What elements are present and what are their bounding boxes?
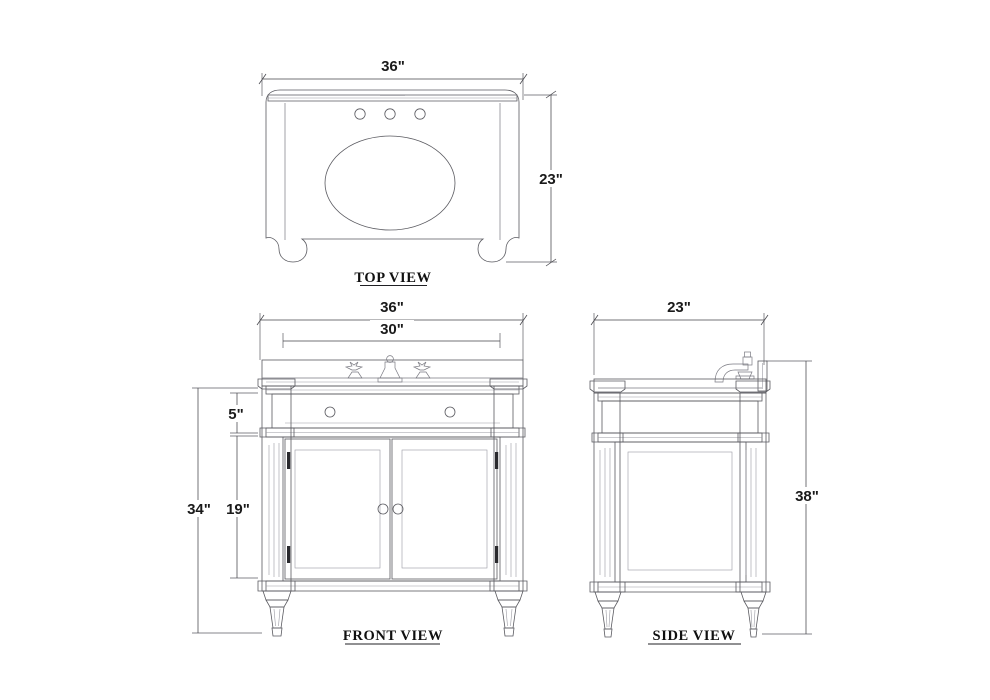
front-height-label: 34" — [187, 501, 211, 518]
faucet-hole-center — [384, 108, 396, 120]
top-view-width-dimension: 36" — [258, 57, 528, 100]
faucet-hole-right — [414, 108, 426, 120]
top-faucet-holes — [354, 108, 426, 120]
front-left-column — [257, 378, 296, 592]
front-faucet-assembly — [344, 355, 432, 383]
side-view-title: SIDE VIEW — [653, 628, 736, 644]
front-door-right[interactable] — [391, 438, 498, 580]
top-view-title: TOP VIEW — [354, 270, 431, 286]
top-view-title-group: TOP VIEW — [354, 270, 431, 287]
hinge-left-lower — [287, 546, 291, 563]
front-width-dimension: 36" — [256, 298, 528, 360]
front-cabinet-box — [282, 436, 501, 582]
front-view-title: FRONT VIEW — [343, 628, 443, 644]
side-right-leg — [740, 591, 767, 638]
front-view-title-group: FRONT VIEW — [343, 628, 443, 645]
side-upper-rail — [597, 392, 763, 434]
front-bottom-rail — [265, 580, 520, 592]
top-backsplash — [267, 94, 518, 102]
side-left-column — [589, 380, 626, 593]
front-drawer-height-label: 5" — [228, 406, 243, 423]
hinge-left-upper — [287, 452, 291, 469]
top-view-depth-dimension: 23" — [506, 90, 572, 267]
side-view-group: 23" 38" — [589, 298, 828, 645]
front-width-label: 36" — [380, 299, 404, 316]
front-drawer — [271, 393, 514, 429]
front-door-left[interactable] — [284, 438, 391, 580]
front-door-height-dimension: 19" — [217, 435, 259, 579]
front-mid-rail — [265, 427, 520, 438]
hinge-right-lower — [495, 546, 499, 563]
top-basin-oval — [324, 135, 456, 231]
front-view-group: 36" 30" 34" 19" — [178, 298, 528, 645]
side-panel — [614, 441, 747, 583]
hinge-right-upper — [495, 452, 499, 469]
side-bottom-rail — [597, 581, 763, 593]
front-door-height-label: 19" — [226, 501, 250, 518]
front-inner-width-label: 30" — [380, 321, 404, 338]
side-right-column — [735, 380, 771, 593]
front-right-leg — [494, 590, 524, 637]
top-view-group: 36" 23" — [258, 57, 572, 287]
faucet-hole-left — [354, 108, 366, 120]
front-height-dimension: 34" — [178, 387, 262, 634]
top-depth-label: 23" — [539, 171, 563, 188]
front-upper-rail — [265, 385, 520, 395]
drawer-knob-left — [324, 406, 336, 418]
side-depth-dimension: 23" — [590, 298, 769, 375]
door-knob-left — [377, 503, 389, 515]
side-backsplash — [757, 360, 768, 392]
door-knob-right — [392, 503, 404, 515]
top-width-label: 36" — [381, 58, 405, 75]
side-faucet — [714, 351, 755, 383]
side-depth-label: 23" — [667, 299, 691, 316]
side-left-leg — [594, 591, 622, 638]
side-height-dimension: 38" — [762, 360, 828, 635]
front-right-column — [489, 378, 528, 592]
front-left-leg — [262, 590, 292, 637]
top-countertop-outline — [265, 89, 520, 263]
side-height-label: 38" — [795, 488, 819, 505]
front-inner-width-dimension: 30" — [282, 320, 501, 348]
drawer-knob-right — [444, 406, 456, 418]
side-view-title-group: SIDE VIEW — [648, 628, 741, 645]
front-drawer-height-dimension: 5" — [220, 392, 258, 434]
